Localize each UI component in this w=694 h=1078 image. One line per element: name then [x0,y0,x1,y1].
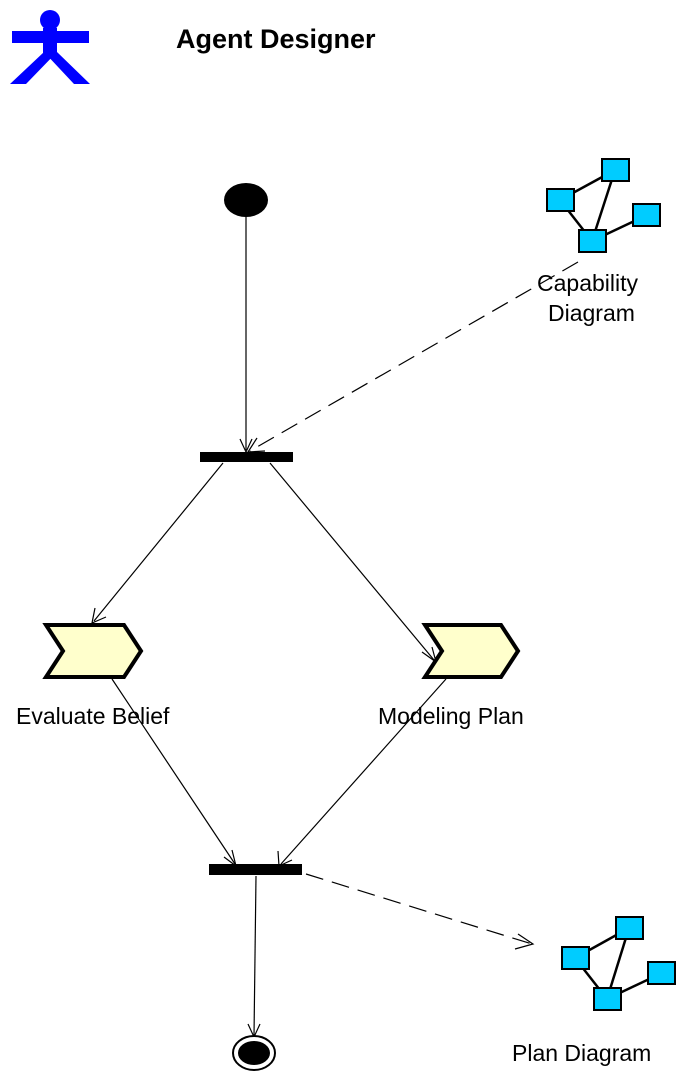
arrowhead [246,437,266,453]
activity-label-modeling-plan: Modeling Plan [378,703,524,729]
join-bar [209,864,302,875]
dependency-capability-to-fork [249,261,579,452]
flow-join-to-end [253,875,257,1037]
role-title: Agent Designer [176,24,376,54]
activity-modeling-plan[interactable] [421,623,521,679]
activity-evaluate-belief[interactable] [42,623,144,679]
flow-evaluate-to-join [111,678,236,865]
artifact-label-capability-line2: Diagram [548,300,635,326]
diagram-icon [546,158,661,253]
initial-node [224,183,268,217]
activity-label-evaluate-belief: Evaluate Belief [16,703,170,729]
diagram-icon [561,916,676,1011]
arrowhead [514,933,535,950]
dependency-join-to-plan-diagram [305,873,533,945]
fork-bar [200,452,293,462]
flow-fork-to-evaluate [93,462,224,622]
artifact-label-capability-line1: Capability [537,270,638,296]
artifact-label-plan-diagram: Plan Diagram [512,1040,651,1066]
actor-icon [10,10,90,84]
flow-modeling-to-join [280,678,447,865]
final-node [232,1035,276,1071]
flow-fork-to-modeling [269,462,435,661]
